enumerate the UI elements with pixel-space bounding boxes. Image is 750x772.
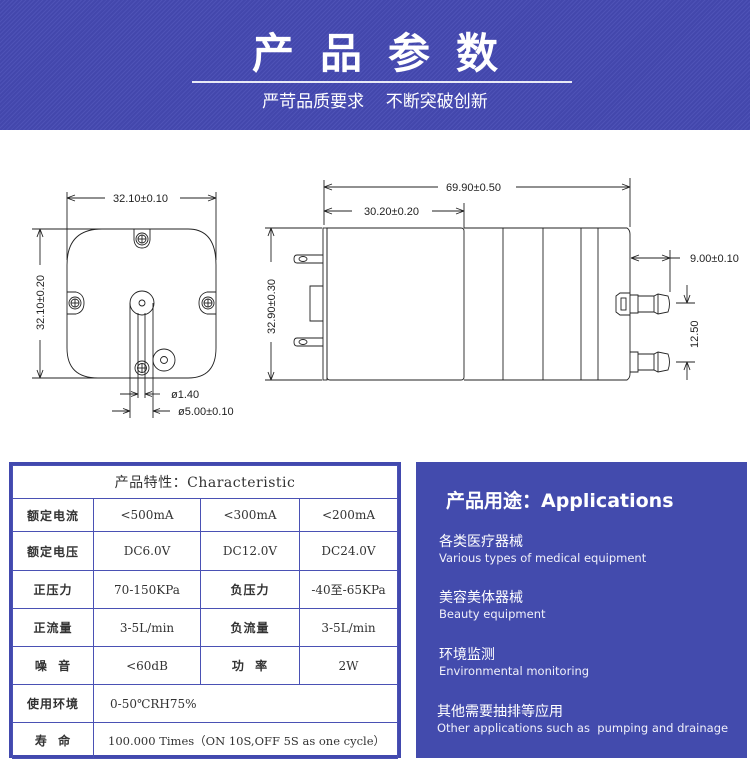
table-row: 使用环境 0-50℃RH75% (12, 684, 398, 723)
side-view-drawing: 69.90±0.50 30.20±0.20 32.90±0.30 9.00±0.… (260, 170, 750, 400)
list-item: 环境监测 Environmental monitoring (439, 646, 589, 678)
table-row: 额定电流 <500mA <300mA <200mA (12, 498, 398, 532)
table-caption: 产品特性：Characteristic (12, 465, 398, 499)
cell-value: 100.000 Times（ON 10S,OFF 5S as one cycle… (93, 722, 398, 759)
application-name-zh: 其他需要抽排等应用 (437, 704, 563, 720)
total-length-dim: 69.90±0.50 (446, 182, 501, 194)
front-height-dim: 32.10±0.20 (35, 275, 47, 330)
spec-grid: 产品特性：Characteristic 额定电流 <500mA <300mA <… (12, 465, 398, 759)
table-row: 正流量 3-5L/min 负流量 3-5L/min (12, 608, 398, 647)
row-label: 使用环境 (12, 684, 94, 723)
table-caption-row: 产品特性：Characteristic (12, 465, 398, 499)
row-label: 正流量 (12, 608, 94, 647)
cell-value: <60dB (93, 646, 201, 685)
table-row: 正压力 70-150KPa 负压力 -40至-65KPa (12, 570, 398, 609)
row-label: 功 率 (200, 646, 300, 685)
cell-value: 3-5L/min (93, 608, 201, 647)
list-item: 美容美体器械 Beauty equipment (439, 589, 546, 621)
list-item: 其他需要抽排等应用 Other applications such as pum… (437, 703, 728, 735)
row-label: 正压力 (12, 570, 94, 609)
hub-diameter-dim: ø5.00±0.10 (178, 406, 234, 418)
side-view-diagram: 69.90±0.50 30.20±0.20 32.90±0.30 9.00±0.… (265, 178, 739, 381)
application-name-en: Environmental monitoring (439, 664, 590, 678)
row-label: 负流量 (200, 608, 300, 647)
page-title: 产品参数 (251, 29, 524, 78)
nozzle-length-dim: 9.00±0.10 (690, 253, 739, 265)
cell-value: -40至-65KPa (299, 570, 398, 609)
application-name-zh: 美容美体器械 (439, 590, 523, 606)
front-view-drawing: 32.10±0.10 32.10±0.20 ø1.40 ø5.00±0.10 (20, 170, 250, 430)
cell-value: DC12.0V (200, 531, 300, 571)
application-name-en: Other applications such as pumping and d… (437, 721, 729, 735)
row-label: 额定电流 (12, 498, 94, 532)
row-label: 寿 命 (12, 722, 94, 759)
cell-value: 0-50℃RH75% (93, 684, 398, 723)
characteristic-table: 产品特性：Characteristic 额定电流 <500mA <300mA <… (9, 462, 401, 759)
table-row: 噪 音 <60dB 功 率 2W (12, 646, 398, 685)
nozzle-spacing-dim: 12.50 (689, 320, 701, 348)
cell-value: 70-150KPa (93, 570, 201, 609)
row-label: 噪 音 (12, 646, 94, 685)
cell-value: <500mA (93, 498, 201, 532)
list-item: 各类医疗器械 Various types of medical equipmen… (439, 533, 646, 565)
cell-value: 3-5L/min (299, 608, 398, 647)
applications-title: 产品用途：Applications (446, 490, 674, 512)
front-width-dim: 32.10±0.10 (113, 193, 168, 205)
table-row: 寿 命 100.000 Times（ON 10S,OFF 5S as one c… (12, 722, 398, 759)
page-subtitle: 严苛品质要求 不断突破创新 (262, 92, 488, 112)
title-divider (192, 81, 572, 83)
side-height-dim: 32.90±0.30 (266, 279, 278, 334)
applications-panel: 产品用途：Applications 各类医疗器械 Various types o… (416, 462, 747, 758)
cell-value: <200mA (299, 498, 398, 532)
cell-value: DC24.0V (299, 531, 398, 571)
application-name-en: Beauty equipment (439, 607, 546, 621)
application-name-zh: 环境监测 (439, 647, 495, 663)
cell-value: DC6.0V (93, 531, 201, 571)
front-view-diagram: 32.10±0.10 32.10±0.20 ø1.40 ø5.00±0.10 (32, 192, 234, 418)
header-banner: 产品参数 严苛品质要求 不断突破创新 (0, 0, 750, 130)
application-name-en: Various types of medical equipment (439, 551, 647, 565)
motor-length-dim: 30.20±0.20 (364, 206, 419, 218)
shaft-diameter-dim: ø1.40 (171, 389, 199, 401)
application-name-zh: 各类医疗器械 (439, 534, 523, 550)
cell-value: <300mA (200, 498, 300, 532)
table-row: 额定电压 DC6.0V DC12.0V DC24.0V (12, 531, 398, 571)
cell-value: 2W (299, 646, 398, 685)
row-label: 额定电压 (12, 531, 94, 571)
row-label: 负压力 (200, 570, 300, 609)
